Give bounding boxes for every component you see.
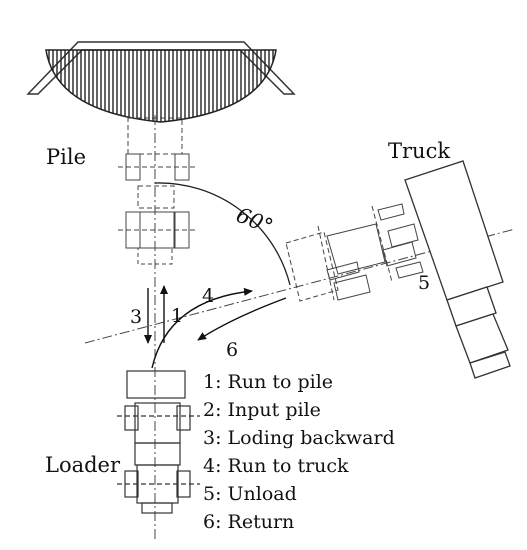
- movement-paths: [144, 285, 287, 369]
- path-4-curve: [151, 287, 253, 369]
- legend: 1: Run to pile 2: Input pile 3: Loding b…: [203, 371, 395, 533]
- path-6-curve: [197, 297, 287, 341]
- legend-item: 2: Input pile: [203, 399, 321, 421]
- pile-label: Pile: [46, 145, 86, 169]
- path-number-5: 5: [418, 272, 430, 294]
- path-number-4: 4: [202, 285, 214, 307]
- loader: [117, 370, 200, 514]
- legend-item: 3: Loding backward: [203, 427, 395, 449]
- path-number-3: 3: [130, 306, 142, 328]
- path-number-6: 6: [226, 339, 238, 361]
- loader-at-pile: [118, 117, 198, 265]
- pile-hopper: [26, 41, 296, 123]
- loader-at-truck: [285, 203, 424, 302]
- truck: [404, 160, 511, 379]
- legend-item: 5: Unload: [203, 483, 297, 505]
- legend-item: 4: Run to truck: [203, 455, 349, 477]
- legend-item: 6: Return: [203, 511, 294, 533]
- angle-arc: [154, 182, 291, 286]
- path-number-1: 1: [171, 305, 183, 327]
- loader-label: Loader: [45, 453, 121, 477]
- truck-axis: [84, 228, 516, 344]
- angle-label: 60°: [233, 203, 277, 239]
- truck-label: Truck: [388, 139, 450, 163]
- legend-item: 1: Run to pile: [203, 371, 333, 393]
